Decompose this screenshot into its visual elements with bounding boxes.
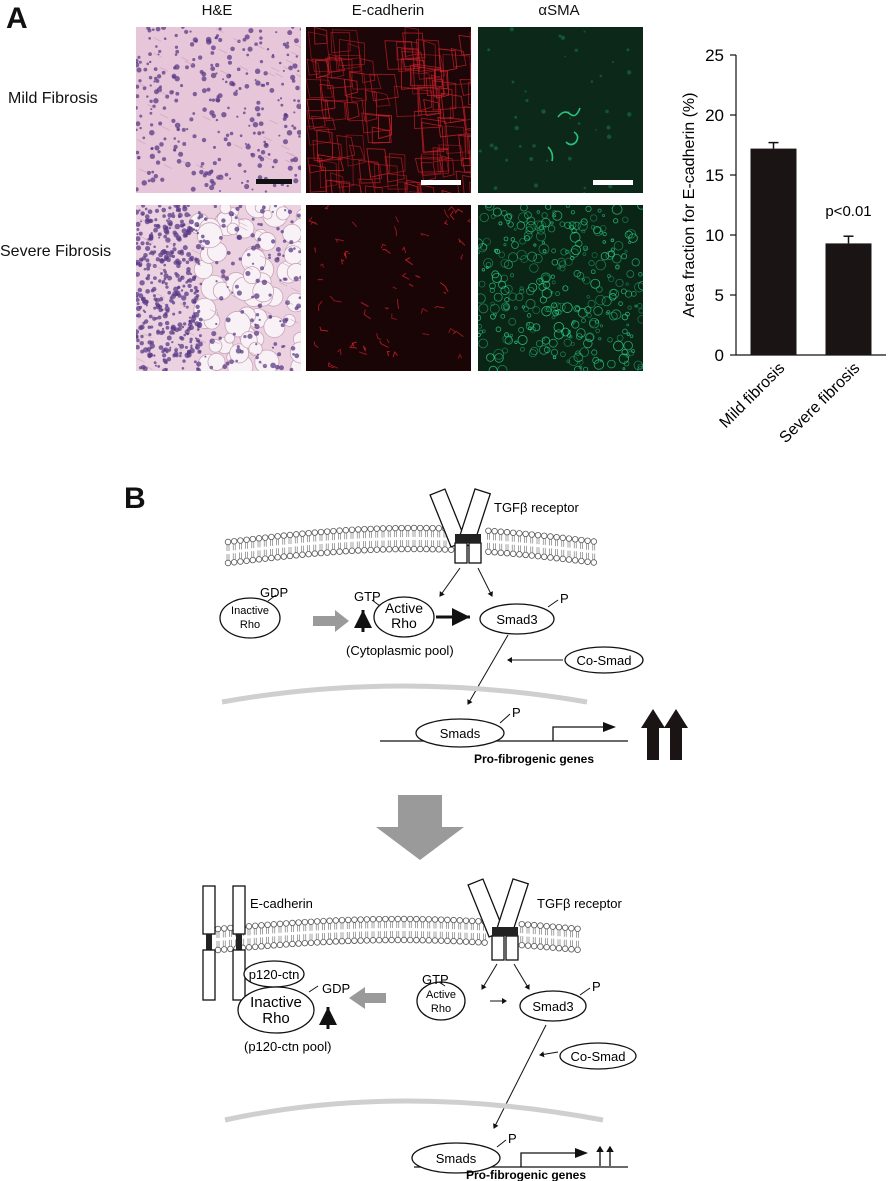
micrograph-asma-mild <box>478 27 643 193</box>
smads-top <box>415 718 505 748</box>
smad3-bottom <box>519 990 587 1022</box>
active-rho-bottom <box>416 981 466 1021</box>
column-header-asma: αSMA <box>538 2 580 19</box>
signaling-diagram: TGFβ receptor Inactive Rho GDP GTP Activ… <box>202 488 688 1181</box>
svg-text:p120-ctn: p120-ctn <box>249 967 300 982</box>
cell-membrane-bottom <box>214 915 581 954</box>
svg-text:Active: Active <box>426 989 456 1001</box>
significance-annotation: p<0.01 <box>825 203 871 220</box>
tgfb-receptor-top <box>429 488 492 564</box>
upregulation-arrow <box>641 709 665 760</box>
bar-mild-fibrosis <box>750 148 797 355</box>
ecadherin-molecules <box>202 885 246 1001</box>
smad3-top <box>479 603 555 635</box>
y-tick-label: 20 <box>705 106 724 125</box>
y-axis-label: Area fraction for E-cadherin (%) <box>681 93 698 318</box>
receptor-label-top: TGFβ receptor <box>494 500 579 515</box>
svg-text:TGFβ receptor: TGFβ receptor <box>537 896 622 911</box>
svg-text:P: P <box>560 591 569 606</box>
micrograph-ecadherin-mild <box>306 27 471 193</box>
svg-text:(p120-ctn pool): (p120-ctn pool) <box>244 1039 331 1054</box>
tgfb-receptor-bottom <box>467 878 530 961</box>
micrograph-he-mild <box>136 27 301 193</box>
svg-text:Pro-fibrogenic genes: Pro-fibrogenic genes <box>466 1168 586 1181</box>
x-tick-label: Mild fibrosis <box>717 360 789 432</box>
svg-text:Co-Smad: Co-Smad <box>577 653 632 668</box>
svg-text:Pro-fibrogenic genes: Pro-fibrogenic genes <box>474 752 594 766</box>
y-tick-label: 25 <box>705 46 724 65</box>
svg-text:Active: Active <box>385 600 423 616</box>
micrograph-ecadherin-severe <box>306 205 471 371</box>
svg-text:Smad3: Smad3 <box>496 612 537 627</box>
bar-severe-fibrosis <box>825 243 872 355</box>
y-tick-label: 10 <box>705 226 724 245</box>
row-label-mild: Mild Fibrosis <box>8 90 98 107</box>
svg-text:Smads: Smads <box>436 1151 477 1166</box>
column-header-he: H&E <box>201 2 233 19</box>
x-tick-label: Severe fibrosis <box>776 360 863 447</box>
panel-b-letter: B <box>124 482 146 515</box>
column-header-ecadherin: E-cadherin <box>351 2 425 19</box>
nuclear-envelope-bottom <box>224 1098 604 1123</box>
panel-a-letter: A <box>6 2 28 35</box>
svg-text:Inactive: Inactive <box>231 605 269 617</box>
upregulation-arrow <box>664 709 688 760</box>
svg-text:GDP: GDP <box>322 981 350 996</box>
svg-text:Rho: Rho <box>431 1003 451 1015</box>
row-label-severe: Severe Fibrosis <box>0 243 112 260</box>
inactive-rho-bottom <box>237 986 315 1034</box>
micrograph-he-severe <box>136 205 301 371</box>
scale-bar <box>421 180 461 185</box>
svg-text:P: P <box>508 1131 517 1146</box>
scale-bar <box>593 180 633 185</box>
active-rho-top <box>373 596 435 638</box>
gray-arrow-bottom <box>349 987 386 1009</box>
smads-bottom <box>411 1142 501 1174</box>
svg-text:Rho: Rho <box>262 1010 290 1027</box>
svg-text:GTP: GTP <box>354 589 381 604</box>
svg-text:GTP: GTP <box>422 972 449 987</box>
transition-arrow <box>376 795 464 860</box>
cosmad-top <box>564 646 644 674</box>
svg-text:E-cadherin: E-cadherin <box>250 896 313 911</box>
y-tick-label: 15 <box>705 166 724 185</box>
y-tick-label: 0 <box>715 346 724 365</box>
svg-text:P: P <box>512 705 521 720</box>
cell-membrane-top <box>224 524 597 567</box>
inactive-rho-top <box>219 597 281 639</box>
gray-arrow-top <box>313 610 349 632</box>
scale-bar <box>256 179 292 184</box>
svg-text:Smads: Smads <box>440 726 481 741</box>
cosmad-bottom <box>559 1042 637 1070</box>
svg-text:Rho: Rho <box>391 615 417 631</box>
svg-text:Co-Smad: Co-Smad <box>571 1049 626 1064</box>
svg-text:Smad3: Smad3 <box>532 999 573 1014</box>
micrograph-asma-severe <box>478 205 643 371</box>
svg-text:GDP: GDP <box>260 585 288 600</box>
svg-text:(Cytoplasmic pool): (Cytoplasmic pool) <box>346 643 454 658</box>
y-tick-label: 5 <box>715 286 724 305</box>
svg-text:P: P <box>592 979 601 994</box>
svg-text:Inactive: Inactive <box>250 994 302 1011</box>
nuclear-envelope-top <box>221 683 588 705</box>
svg-text:Rho: Rho <box>240 619 260 631</box>
